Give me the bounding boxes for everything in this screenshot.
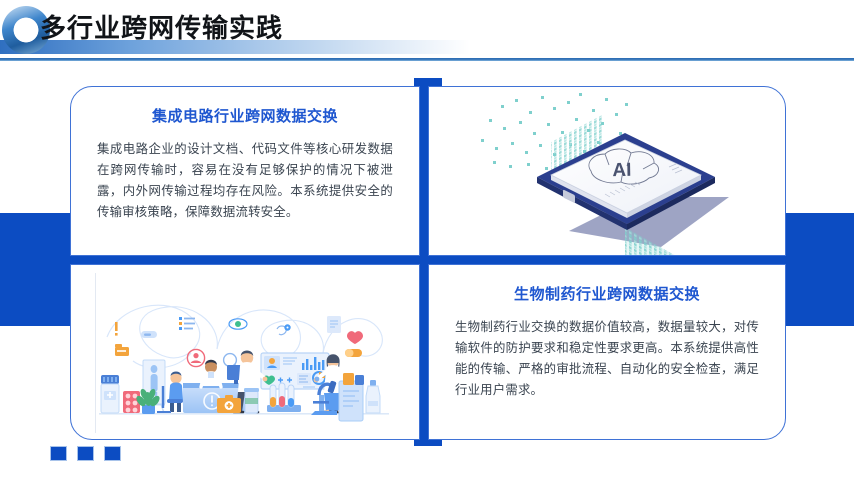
page-indicator-dot[interactable] bbox=[77, 446, 94, 461]
illustration-left-rule bbox=[95, 273, 96, 433]
circle-ring-logo-icon bbox=[2, 6, 50, 54]
page-indicator-dot[interactable] bbox=[104, 446, 121, 461]
card-grid: 集成电路行业跨网数据交换 集成电路企业的设计文档、代码文件等核心研发数据在跨网传… bbox=[70, 86, 786, 440]
card-body-biopharma: 生物制药行业交换的数据价值较高，数据量较大，对传输软件的防护要求和稳定性要求更高… bbox=[455, 320, 759, 397]
isometric-ai-chip-icon: AI bbox=[429, 87, 785, 255]
header-gradient-bar bbox=[0, 40, 470, 54]
card-pharma-lab-illustration[interactable] bbox=[70, 264, 420, 440]
header-divider bbox=[0, 58, 854, 61]
page-title: 多行业跨网传输实践 bbox=[40, 13, 284, 43]
card-title-integrated-circuit: 集成电路行业跨网数据交换 bbox=[151, 108, 338, 125]
card-ai-chip-illustration[interactable]: AI bbox=[428, 86, 786, 256]
pharma-lab-scene-icon bbox=[71, 265, 419, 439]
page-indicator-dot[interactable] bbox=[50, 446, 67, 461]
card-integrated-circuit[interactable]: 集成电路行业跨网数据交换 集成电路企业的设计文档、代码文件等核心研发数据在跨网传… bbox=[70, 86, 420, 256]
card-body-integrated-circuit: 集成电路企业的设计文档、代码文件等核心研发数据在跨网传输时，容易在没有足够保护的… bbox=[97, 142, 393, 219]
card-biopharma[interactable]: 生物制药行业跨网数据交换 生物制药行业交换的数据价值较高，数据量较大，对传输软件… bbox=[428, 264, 786, 440]
card-title-biopharma: 生物制药行业跨网数据交换 bbox=[513, 286, 700, 303]
svg-text:AI: AI bbox=[612, 160, 631, 181]
slide-header: 多行业跨网传输实践 bbox=[0, 0, 854, 62]
page-indicator bbox=[50, 446, 160, 462]
